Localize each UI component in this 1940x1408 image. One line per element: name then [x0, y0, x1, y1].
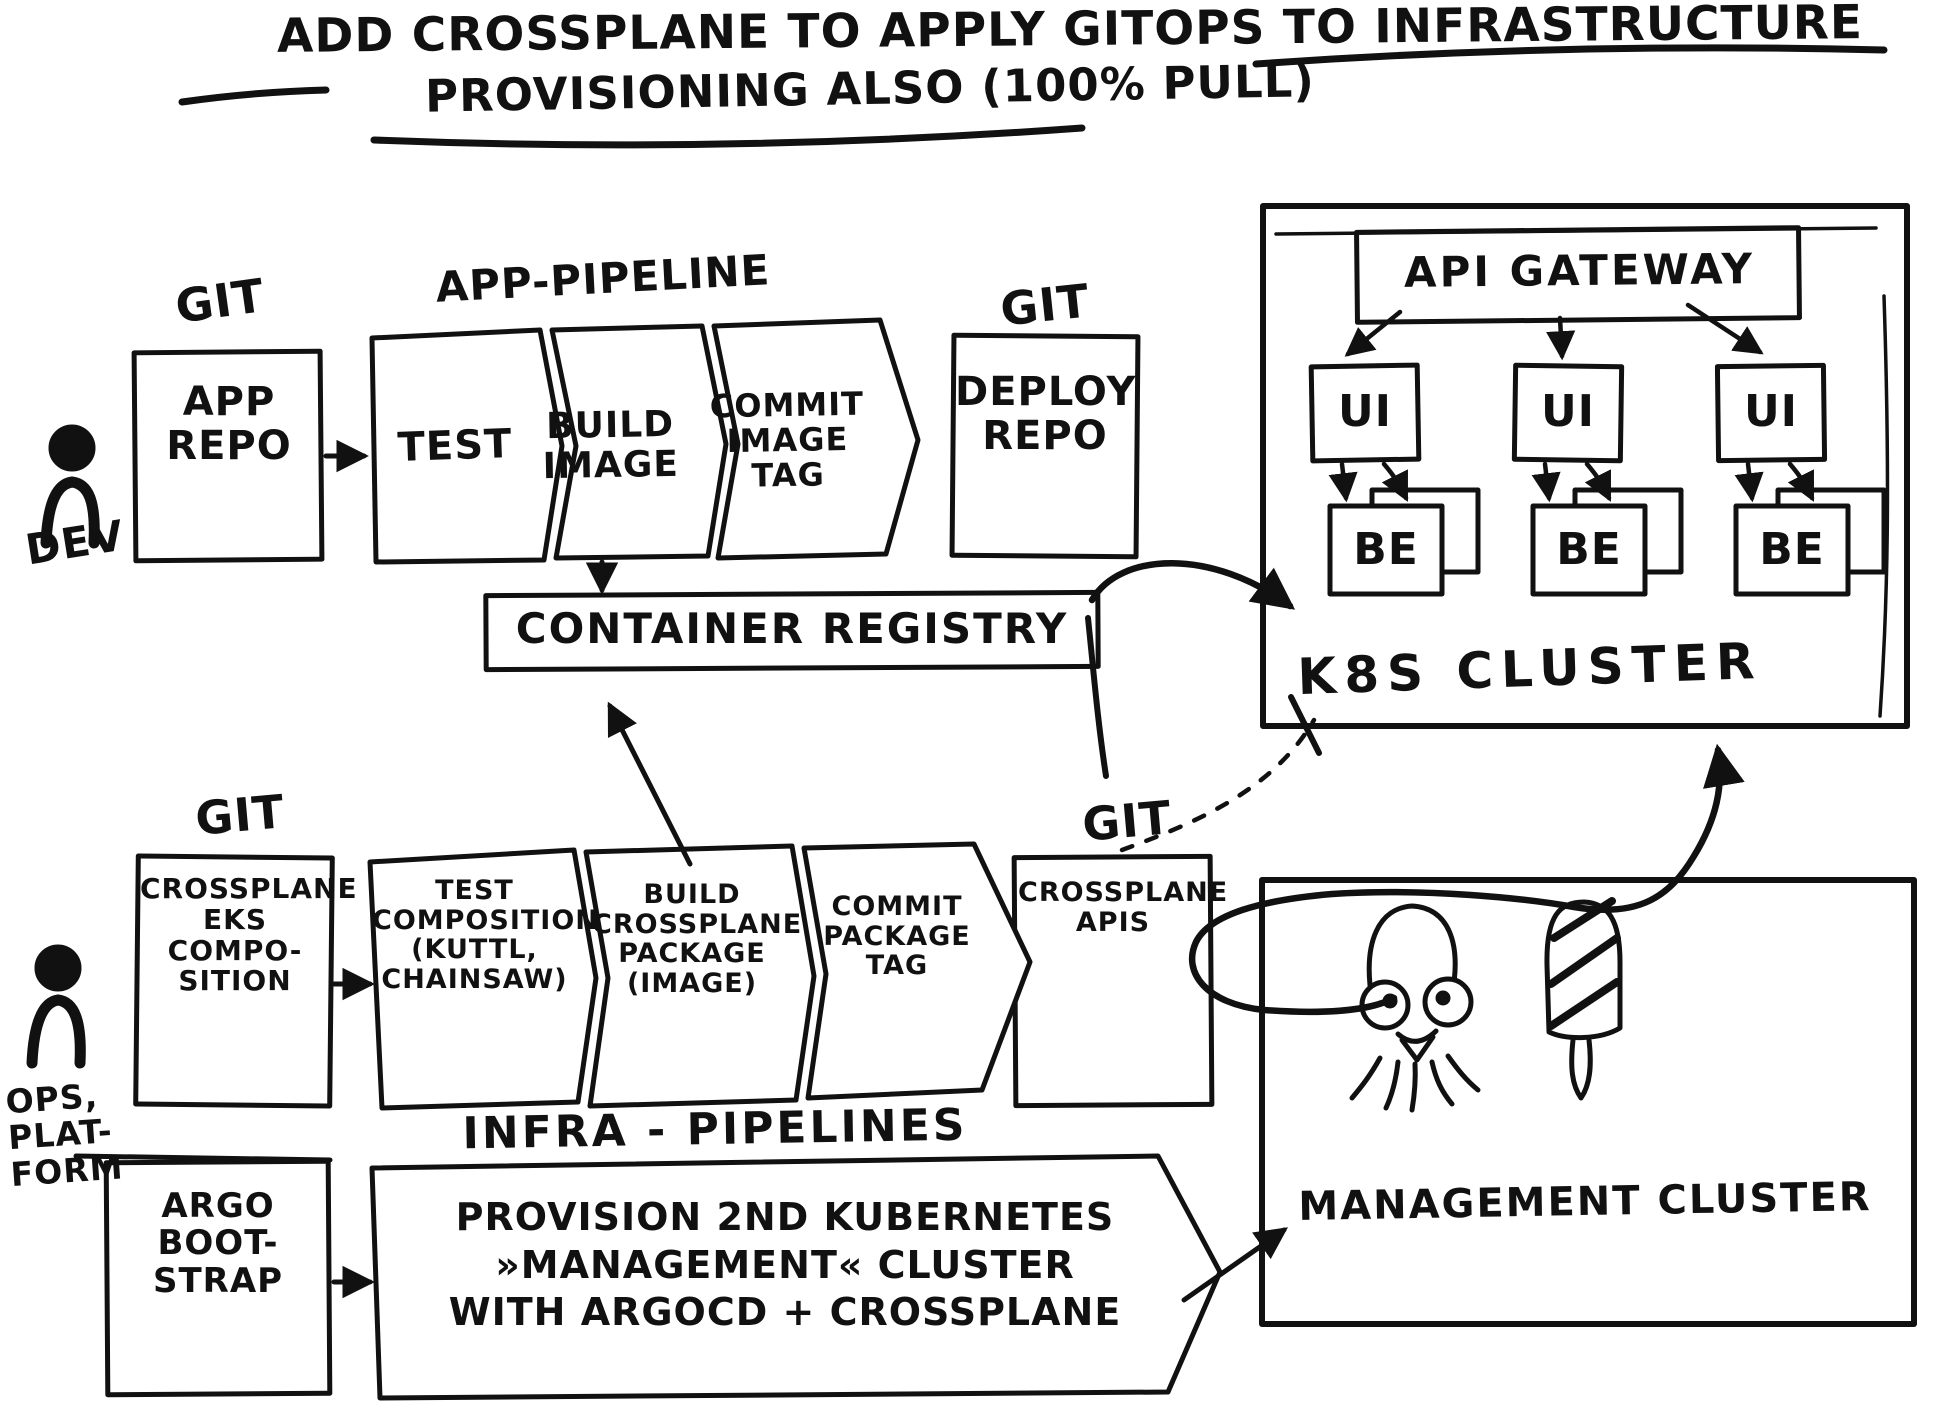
ops-person-icon	[26, 944, 86, 1069]
crossplane-apis-label: CROSSPLANE APIS	[1018, 877, 1229, 938]
crossplane-popsicle-icon	[1544, 897, 1623, 1101]
ui-label: UI	[1540, 386, 1596, 437]
gateway-to-ui-arrows	[1344, 302, 1764, 361]
ui-box	[1714, 362, 1828, 464]
dev-person-icon	[40, 424, 100, 549]
k8s-edge-tick-stroke	[1288, 694, 1322, 756]
test-step-chevron	[369, 327, 565, 565]
build-package-step-label: BUILD CROSSPLANE PACKAGE (IMAGE)	[592, 879, 803, 1000]
infra-pipelines-label: INFRA - PIPELINES	[462, 1099, 968, 1160]
arrow-provision-to-management	[1181, 1227, 1288, 1303]
be-label: BE	[1556, 524, 1622, 575]
dashed-git-apis-to-k8s-line	[1119, 717, 1317, 853]
container-registry-label: CONTAINER REGISTRY	[515, 604, 1069, 653]
be-box	[1733, 503, 1851, 597]
title-underline-strokes	[178, 44, 1888, 149]
lasso-pull-and-apply-arrow	[1188, 743, 1745, 1016]
ui-to-be-arrows	[1328, 461, 1815, 503]
deploy-repo-label: DEPLOY REPO	[955, 369, 1137, 459]
be-box	[1327, 503, 1445, 597]
test-step-label: TEST	[396, 421, 514, 471]
argo-box-top-extension-stroke	[73, 1153, 333, 1163]
management-cluster-label: MANAGEMENT CLUSTER	[1297, 1174, 1872, 1230]
eks-composition-label: CROSSPLANE EKS COMPO- SITION	[140, 872, 358, 998]
arrow-build-package-to-registry	[607, 701, 693, 867]
ui-label: UI	[1743, 386, 1799, 437]
management-cluster-box	[1259, 877, 1917, 1327]
commit-package-tag-step-label: COMMIT PACKAGE TAG	[823, 891, 971, 982]
ops-actor-label: OPS, PLAT- FORM	[4, 1075, 125, 1194]
be-box-group	[1327, 487, 1887, 597]
registry-curve-tail-stroke	[1085, 615, 1109, 779]
build-image-step-label: BUILD IMAGE	[542, 403, 680, 487]
commit-package-tag-step-chevron	[801, 841, 1033, 1101]
argo-bootstrap-label: ARGO BOOT- STRAP	[152, 1186, 284, 1301]
ui-label: UI	[1337, 386, 1393, 437]
test-composition-step-label: TEST COMPOSITION (KUTTL, CHAINSAW)	[372, 875, 599, 996]
build-image-step-chevron	[549, 323, 729, 561]
ui-box	[1511, 362, 1625, 464]
arrow-registry-to-k8s	[1088, 560, 1296, 610]
k8s-cluster-box-inner-right-stroke	[1878, 294, 1890, 718]
api-gateway-box	[1354, 225, 1802, 325]
provision-cluster-chevron	[369, 1153, 1223, 1401]
be-label: BE	[1353, 524, 1419, 575]
be-label: BE	[1759, 524, 1825, 575]
build-package-step-chevron	[583, 843, 817, 1109]
commit-image-tag-step-chevron	[711, 317, 921, 561]
argo-bootstrap-box	[103, 1158, 333, 1398]
commit-image-tag-step-label: COMMIT IMAGE TAG	[709, 384, 865, 496]
container-registry-box	[483, 589, 1101, 673]
deploy-repo-box	[949, 332, 1141, 560]
ui-box	[1308, 362, 1422, 464]
app-repo-box	[131, 348, 325, 564]
be-box	[1530, 503, 1648, 597]
test-composition-step-chevron	[367, 847, 599, 1111]
provision-cluster-label: PROVISION 2ND KUBERNETES »MANAGEMENT« CL…	[448, 1195, 1122, 1334]
k8s-cluster-box	[1260, 203, 1910, 729]
app-repo-label: APP REPO	[166, 379, 292, 469]
eks-composition-box	[133, 853, 335, 1109]
connector-arrows	[323, 439, 1288, 1303]
api-gateway-label: API GATEWAY	[1403, 244, 1756, 297]
